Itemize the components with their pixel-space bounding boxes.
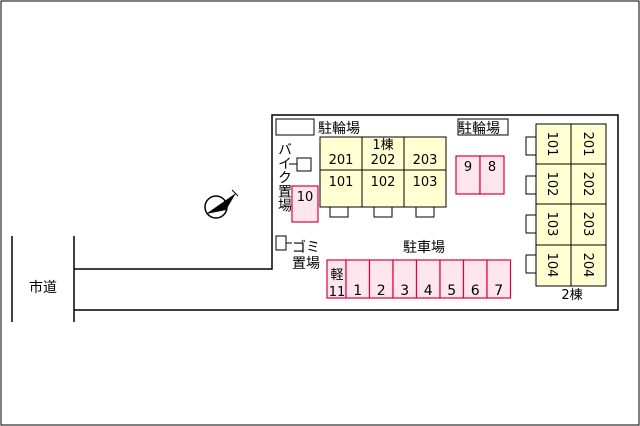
unit-101-label: 101	[329, 175, 354, 190]
unit-203-label: 203	[413, 153, 438, 168]
parking-space-9	[455, 155, 481, 195]
garbage-label-line2: 置場	[292, 256, 320, 272]
parking-space-10	[291, 185, 319, 223]
bicycle-parking-label-right: 駐輪場	[458, 120, 500, 137]
unit-b2-101-label: 101	[544, 132, 559, 157]
unit-b2-104-label: 104	[544, 253, 559, 278]
city-road-label: 市道	[29, 279, 57, 296]
unit-103-label: 103	[413, 175, 438, 190]
bicycle-parking-box-right	[457, 118, 509, 136]
parking-space-9-label: 9	[464, 160, 472, 175]
entrance-step	[415, 206, 435, 218]
parking-space-3-label: 3	[400, 283, 409, 299]
building-2	[535, 123, 607, 287]
parking-space-1-label: 1	[353, 283, 362, 299]
kei-label: 軽	[330, 268, 343, 283]
entrance-step	[525, 175, 537, 195]
entrance-step	[525, 214, 537, 234]
entrance-step	[525, 254, 537, 274]
bicycle-parking-box-left	[275, 118, 315, 136]
unit-b2-202-label: 202	[580, 172, 595, 197]
parking-space-4-label: 4	[424, 283, 433, 299]
unit-202-label: 202	[371, 153, 396, 168]
entrance-step	[525, 136, 537, 156]
parking-space-5-label: 5	[447, 283, 456, 299]
parking-space-6-label: 6	[471, 283, 480, 299]
site-boundary	[74, 114, 619, 311]
bicycle-parking-label-left: 駐輪場	[318, 120, 360, 137]
unit-b2-204-label: 204	[580, 253, 595, 278]
building-1-label: 1棟	[372, 138, 393, 153]
parking-space-7	[486, 259, 512, 299]
unit-201-label: 201	[329, 153, 354, 168]
garbage-marker	[275, 235, 287, 251]
unit-b2-201-label: 201	[580, 132, 595, 157]
bike-parking-label: バイク置場	[276, 142, 292, 212]
unit-b2-203-label: 203	[580, 212, 595, 237]
entrance-step	[329, 206, 349, 218]
garbage-label-line1: ゴミ	[292, 239, 320, 256]
parking-space-8	[479, 155, 505, 195]
parking-space-8-label: 8	[488, 160, 496, 175]
unit-b2-102-label: 102	[544, 172, 559, 197]
unit-102-label: 102	[371, 175, 396, 190]
bike-parking-marker	[296, 157, 312, 172]
north-arrow-icon	[204, 189, 239, 219]
entrance-step	[373, 206, 393, 218]
parking-space-10-label: 10	[297, 190, 314, 205]
building-2-label: 2棟	[561, 288, 582, 303]
parking-space-7-label: 7	[494, 283, 503, 299]
car-parking-label: 駐車場	[403, 239, 445, 256]
unit-b2-103-label: 103	[544, 212, 559, 237]
parking-space-2-label: 2	[377, 283, 386, 299]
kei-number: 11	[329, 285, 346, 300]
